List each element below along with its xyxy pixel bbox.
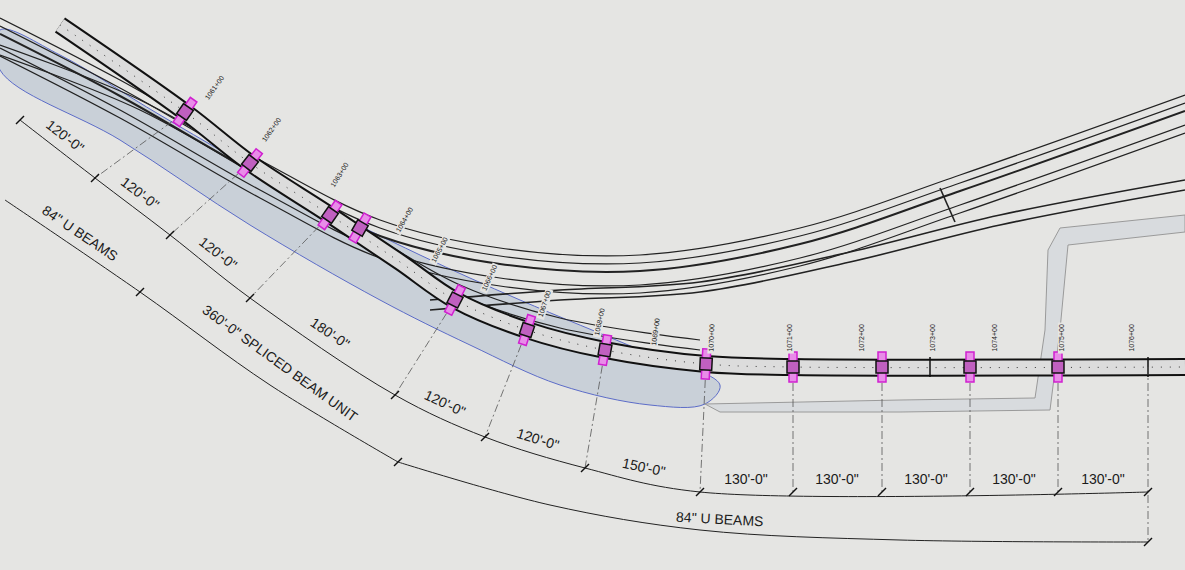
station-label: 1067+00 (536, 288, 553, 320)
dimension-tick (696, 488, 704, 496)
pier-symbol (347, 212, 372, 244)
dimension-label: 120'-0" (116, 174, 163, 215)
station-label: 1071+00 (786, 322, 794, 353)
station-label: 1062+00 (260, 115, 284, 145)
station-label: 1070+00 (708, 322, 717, 354)
pier-symbol (236, 147, 264, 178)
extension-line (793, 367, 794, 492)
dimension-tick (246, 294, 254, 302)
dimension-tick (966, 488, 974, 496)
extension-line (250, 215, 330, 298)
extension-line (1058, 367, 1059, 492)
pier-symbol (964, 352, 976, 382)
track-line (0, 55, 700, 350)
station-label: 1064+00 (394, 204, 416, 235)
track-line (430, 180, 1185, 300)
dimension-label: 120'-0" (195, 233, 242, 274)
dimension-label: 120'-0" (513, 426, 563, 455)
dimension-tick (878, 488, 886, 496)
station-label: 1075+00 (1058, 322, 1066, 353)
dimension-tick (166, 231, 174, 239)
pier-symbol (876, 352, 888, 382)
station-label: 1068+00 (593, 306, 607, 338)
track-line (0, 26, 1185, 264)
dimension-tick (789, 488, 797, 496)
dimension-line (5, 200, 398, 462)
extension-line (485, 330, 527, 437)
station-label: 1061+00 (203, 73, 227, 103)
track-line (0, 48, 1185, 286)
pier-symbol (443, 284, 467, 316)
dimension-tick (391, 391, 399, 399)
roadway-area (705, 215, 1185, 412)
pier-symbol (1052, 352, 1064, 382)
track-end (940, 188, 955, 222)
dimension-label: 120'-0" (42, 116, 89, 157)
dimension-label: 130'-0" (813, 472, 860, 487)
dimension-tick (1144, 488, 1152, 496)
dimension-tick (394, 458, 402, 466)
track-line (0, 18, 1185, 256)
station-label: 1076+00 (1128, 322, 1136, 353)
dimension-label: 130'-0" (722, 472, 769, 487)
station-label: 1063+00 (328, 160, 351, 191)
dimension-tick (91, 174, 99, 182)
dimension-label: 360'-0" SPLICED BEAM UNIT (198, 302, 362, 427)
dimension-label: 84" U BEAMS (38, 202, 122, 266)
dimension-label: 120'-0" (420, 387, 470, 421)
dimension-tick (1144, 538, 1152, 546)
dimension-label: 130'-0" (990, 472, 1037, 487)
track-line (0, 45, 700, 340)
dimension-label: 180'-0" (306, 314, 354, 353)
pier-symbol (596, 334, 613, 366)
dimension-tick (581, 464, 589, 472)
dimension-tick (481, 433, 489, 441)
extension-line (882, 367, 883, 492)
dimension-label: 84" U BEAMS (674, 510, 766, 530)
dimension-line (398, 462, 1148, 542)
dimension-label: 130'-0" (902, 472, 949, 487)
extension-line (585, 350, 605, 468)
station-label: 1072+00 (858, 322, 866, 353)
extension-line (970, 367, 971, 492)
extension-line (95, 112, 185, 178)
track-line (0, 56, 1185, 294)
pier-symbol (316, 199, 343, 230)
pier-symbol (171, 96, 198, 127)
extension-line (395, 300, 455, 395)
pier-symbol (787, 352, 799, 382)
station-label: 1065+00 (429, 234, 451, 265)
pier-symbol (517, 314, 538, 346)
extension-line (170, 163, 250, 235)
deck-joint (929, 357, 931, 377)
station-label: 1066+00 (480, 262, 500, 294)
dimension-tick (1054, 488, 1062, 496)
dimension-tick (16, 116, 24, 124)
track-line (0, 34, 1185, 272)
station-label: 1074+00 (991, 322, 999, 353)
dimension-line (20, 120, 1148, 497)
dimension-label: 130'-0" (1079, 472, 1126, 487)
dimension-label: 150'-0" (619, 456, 669, 481)
station-label: 1073+00 (929, 322, 937, 353)
station-label: 1069+00 (650, 316, 662, 348)
extension-line (700, 364, 706, 492)
extension-line (1148, 367, 1149, 542)
dimension-tick (136, 288, 144, 296)
